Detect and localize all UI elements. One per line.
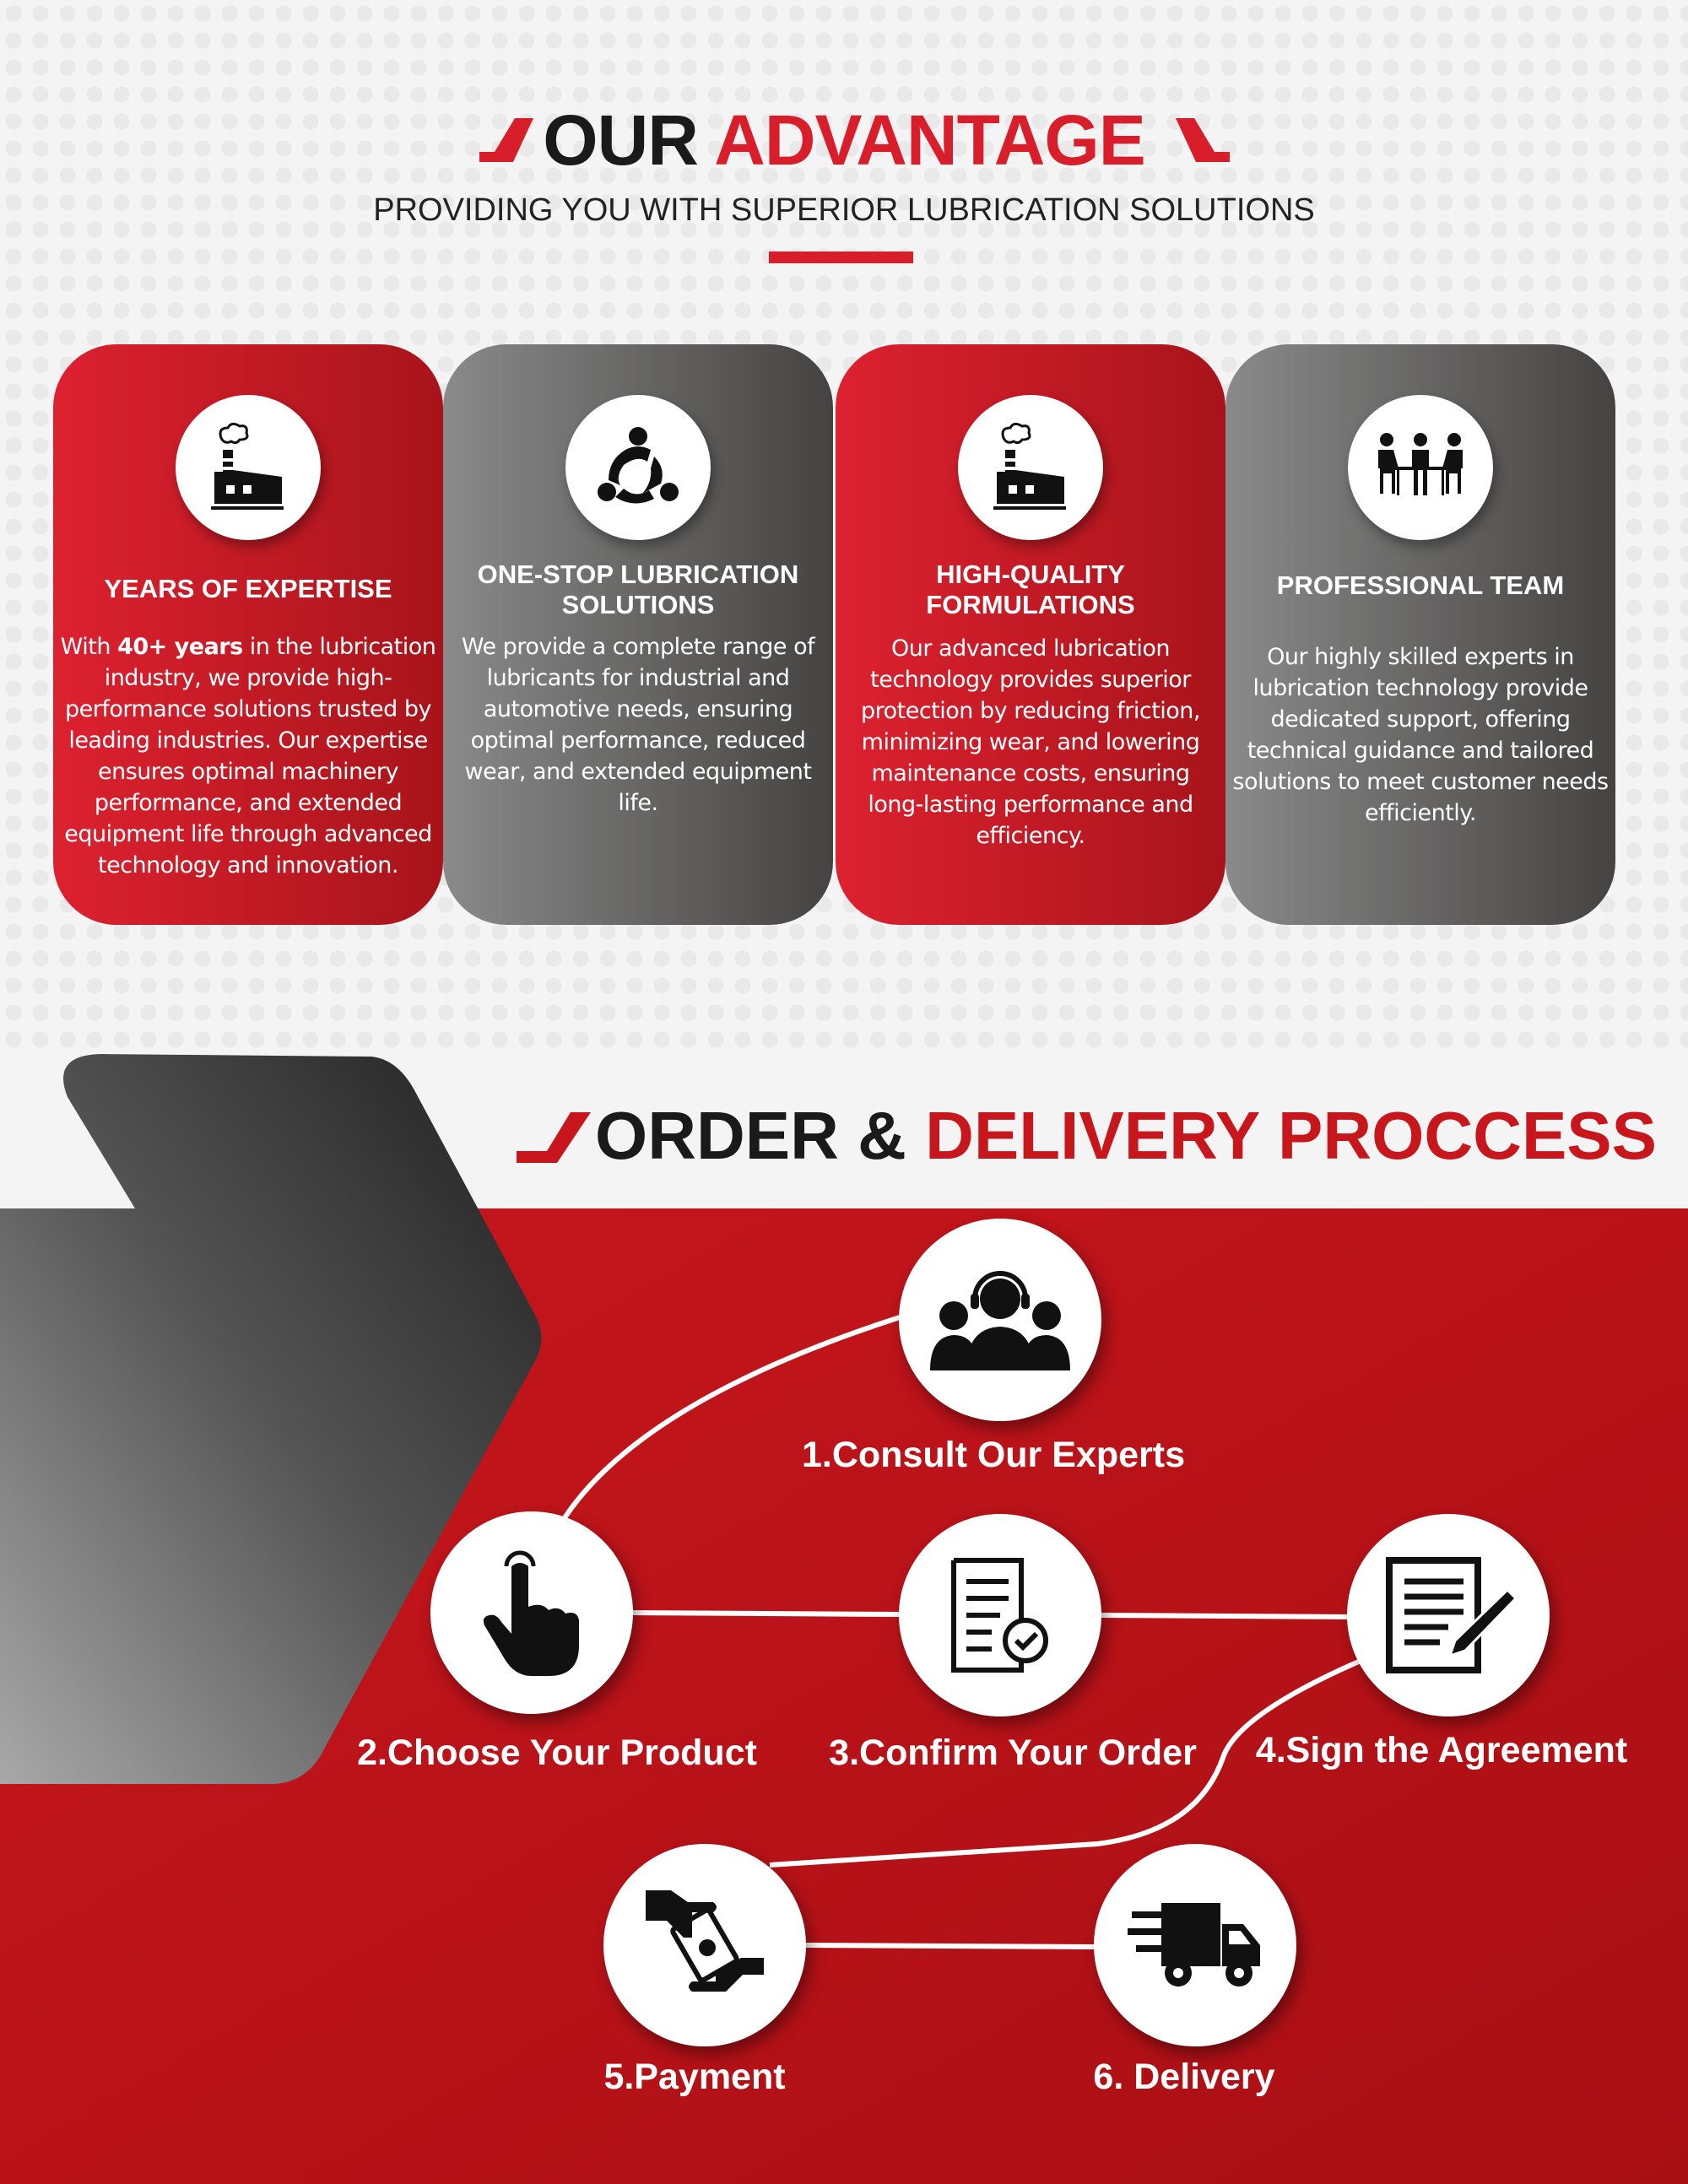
step-2-circle (430, 1511, 633, 1714)
step-6-label: 6. Delivery (1093, 2057, 1275, 2097)
card-body: Our advanced lubrication technology prov… (860, 635, 1201, 849)
card-years-of-expertise: YEARS OF EXPERTISE With 40+ years in the… (53, 344, 443, 925)
chevron-left-title (479, 118, 533, 162)
body-highlight: 40+ years (117, 634, 243, 660)
card-body: We provide a complete range of lubricant… (461, 634, 815, 816)
card-title: YEARS OF EXPERTISE (104, 574, 392, 603)
title-part2: ADVANTAGE (714, 100, 1146, 180)
delivery-truck-icon (1128, 1903, 1260, 1987)
step-3-circle (899, 1514, 1101, 1716)
meeting-icon (1348, 395, 1493, 540)
body-text: in the lubrication industry, we provide … (64, 634, 436, 878)
card-high-quality-formulations: HIGH-QUALITY FORMULATIONS Our advanced l… (836, 344, 1225, 925)
card-title: HIGH-QUALITY FORMULATIONS (926, 560, 1135, 619)
order-section-title: ORDER & DELIVERY PROCCESS (595, 1097, 1657, 1175)
step-2-label: 2.Choose Your Product (357, 1733, 757, 1773)
step-4-label: 4.Sign the Agreement (1255, 1730, 1628, 1770)
page-title: OUR ADVANTAGE (0, 100, 1688, 181)
order-title-part2: DELIVERY PROCCESS (925, 1098, 1658, 1173)
card-body: With 40+ years in the lubrication indust… (60, 631, 436, 881)
chevron-order-title (517, 1112, 591, 1163)
step-6-circle (1094, 1844, 1296, 2046)
factory-icon (176, 395, 321, 540)
gray-chevron-shape (0, 1054, 542, 1784)
page-subtitle: PROVIDING YOU WITH SUPERIOR LUBRICATION … (373, 192, 1315, 228)
card-one-stop-solutions: ONE-STOP LUBRICATION SOLUTIONS We provid… (443, 344, 833, 925)
step-5-circle (603, 1844, 806, 2046)
pointing-hand-icon (483, 1550, 579, 1676)
payment-hand-icon (646, 1890, 764, 1992)
step-4-circle (1347, 1514, 1550, 1716)
process-connector-lines (561, 1315, 1362, 1949)
step-3-label: 3.Confirm Your Order (829, 1733, 1197, 1773)
chevron-right-title (1176, 118, 1230, 162)
order-title-part1: ORDER & (595, 1098, 906, 1173)
order-checklist-icon (951, 1558, 1048, 1673)
team-cycle-icon (565, 395, 711, 540)
card-title: PROFESSIONAL TEAM (1276, 570, 1565, 600)
title-underline (769, 251, 913, 263)
card-professional-team: PROFESSIONAL TEAM Our highly skilled exp… (1225, 344, 1615, 925)
card-title: ONE-STOP LUBRICATION SOLUTIONS (477, 560, 799, 619)
factory-icon (958, 395, 1103, 540)
step-1-label: 1.Consult Our Experts (802, 1435, 1185, 1475)
step-1-circle (899, 1219, 1101, 1421)
support-headset-icon (930, 1271, 1070, 1370)
title-part1: OUR (543, 100, 699, 180)
card-body: Our highly skilled experts in lubricatio… (1232, 644, 1609, 826)
step-5-label: 5.Payment (603, 2057, 786, 2097)
body-text: With (60, 634, 118, 660)
document-sign-icon (1386, 1557, 1516, 1673)
